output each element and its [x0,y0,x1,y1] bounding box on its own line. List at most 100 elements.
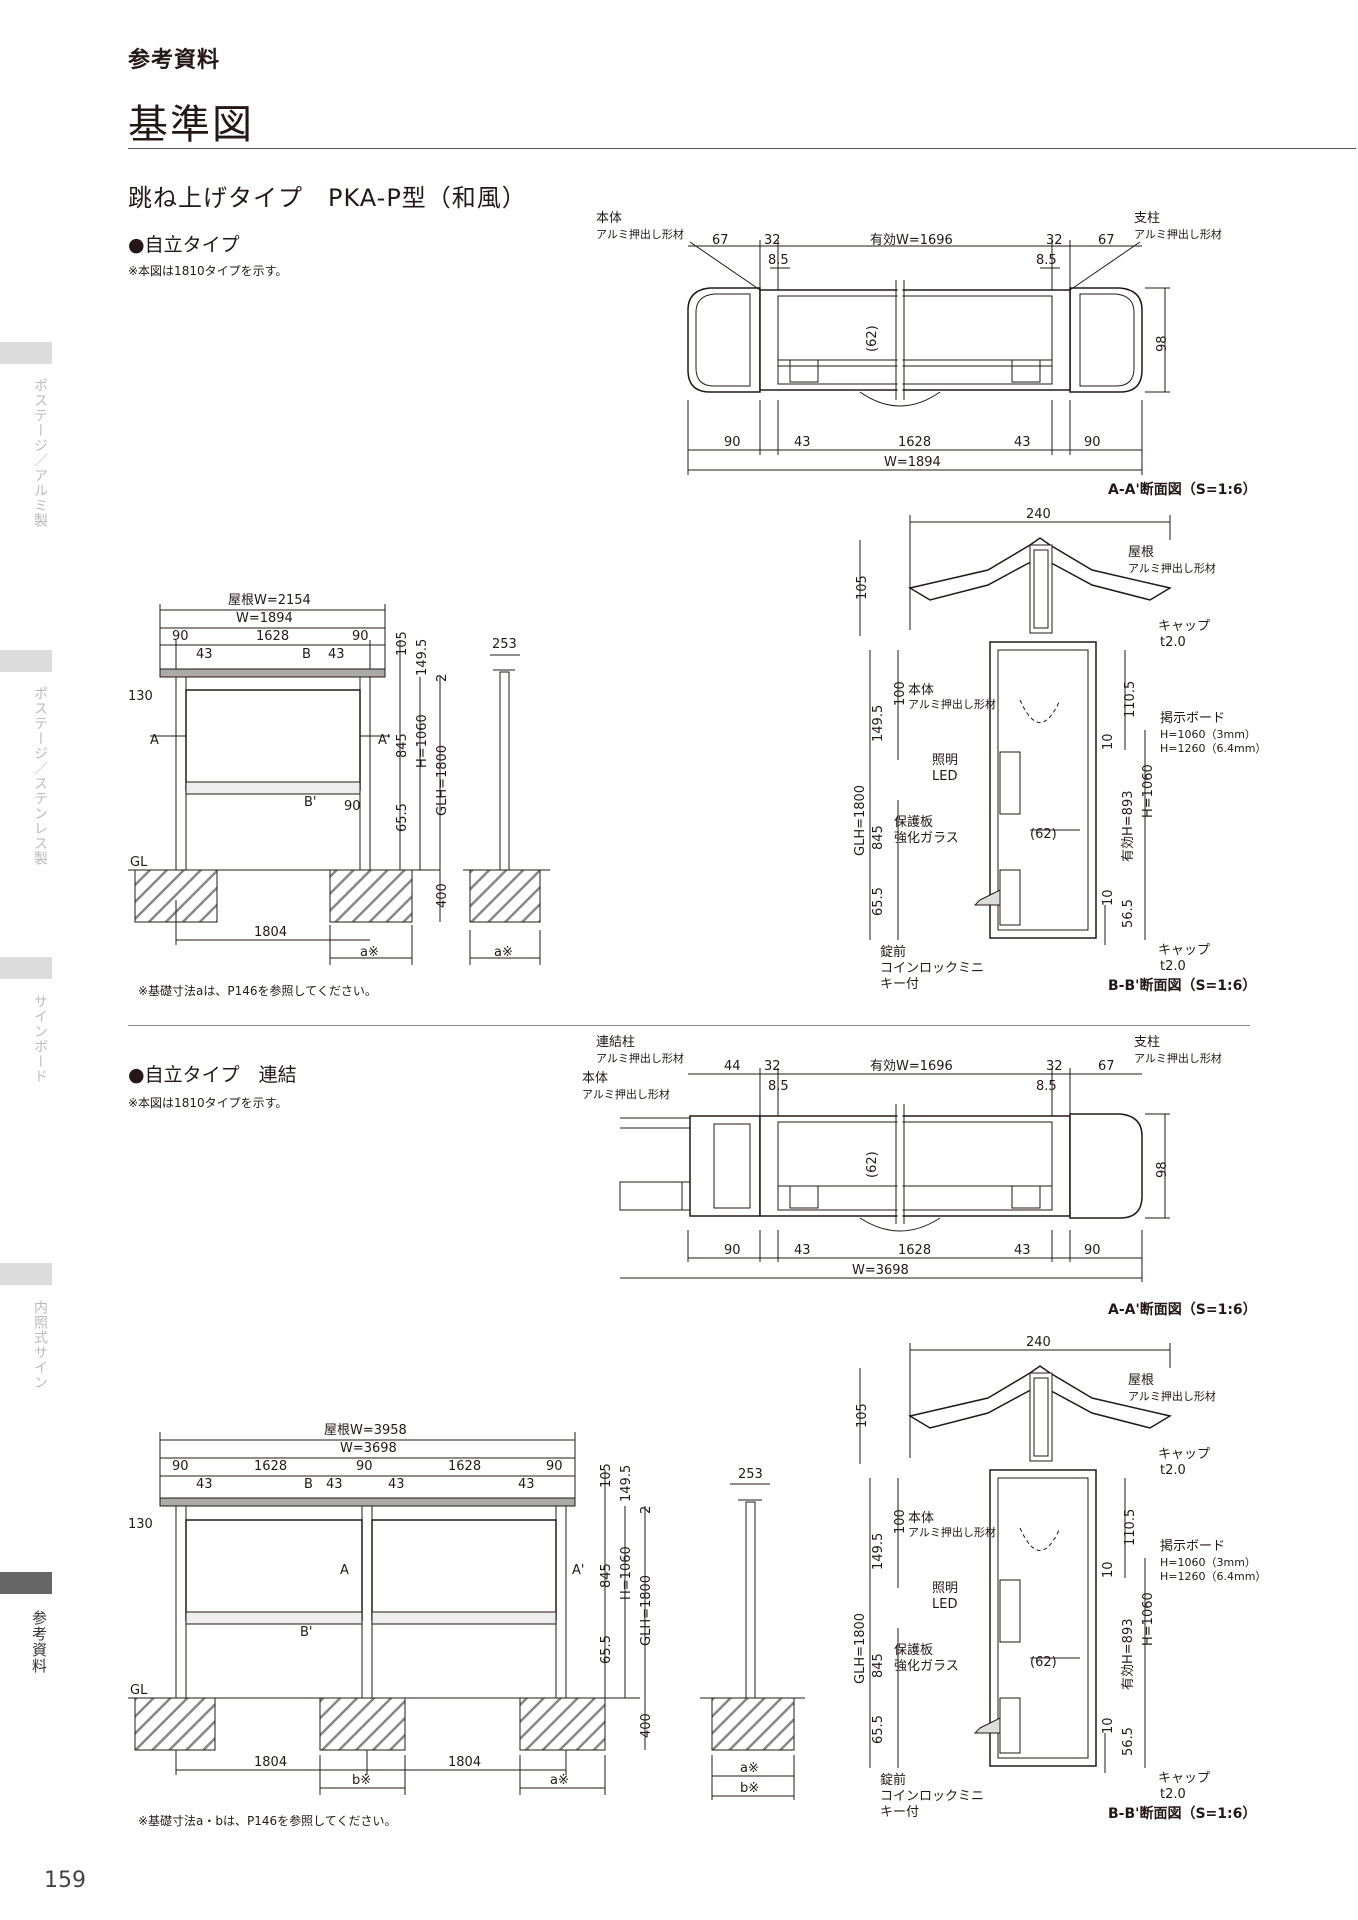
s2-bb-labels: 240 105 屋根 アルミ押出し形材 キャップ t2.0 本体 アルミ押出し形… [853,1335,1266,1822]
s2-plan-dim-90r: 90 [1084,1243,1101,1258]
side-tab-5-active[interactable] [0,1572,52,1594]
s1-plan-dim-90r: 90 [1084,435,1101,450]
s2-bb-dGLH: GLH=1800 [853,1613,868,1684]
s2-bb-d655: 65.5 [871,1715,886,1744]
s2-front-d43d: 43 [518,1477,535,1492]
s1-bb-cap-t: t2.0 [1160,635,1186,650]
s2-plan-dim-62: (62) [865,1151,880,1178]
s2-front-d1804b: 1804 [448,1755,481,1770]
s2-front-d43b: 43 [326,1477,343,1492]
s2-front-a: A [340,1563,349,1578]
s2-plan-body-sub: アルミ押出し形材 [582,1087,670,1101]
s2-front-d1628a: 1628 [254,1459,287,1474]
s2-bb-guard-sub: 強化ガラス [894,1659,959,1674]
s1-plan-caption: A-A'断面図（S=1:6） [1108,481,1257,498]
s1-bb-lock: 錠前 [880,944,906,960]
s1-bb-cap2-t: t2.0 [1160,959,1186,974]
s2-bb-cap-t: t2.0 [1160,1463,1186,1478]
s2-plan-post-sub: アルミ押出し形材 [1134,1051,1222,1065]
side-tab-label-5: 参考資料 [30,1610,48,1674]
s2-front-dH: H=1060 [619,1546,634,1600]
s1-front-a-note: a※ [360,945,379,960]
s2-front-a2: A' [572,1563,584,1578]
s1-plan-dim-1628: 1628 [898,435,931,450]
s2-bb-board: 掲示ボード [1160,1538,1225,1554]
s1-bb-d10a: 10 [1101,733,1116,750]
s2-bb-guard: 保護板 [894,1642,933,1658]
s1-side-drawing [463,654,550,965]
section-divider [128,1025,1250,1026]
s1-front-d90: 90 [344,799,361,814]
side-tab-label-2: ポステージ／ステンレス製 [32,686,48,866]
s1-bb-labels: 240 105 屋根 アルミ押出し形材 キャップ t2.0 本体 アルミ押出し形… [853,507,1266,994]
s2-bb-d565: 56.5 [1121,1727,1136,1756]
s1-bb-d105: 105 [855,575,870,600]
s1-front-a2: A' [378,733,390,748]
side-tab-label-4: 内照式サイン [32,1300,48,1390]
s2-bb-light-sub: LED [932,1597,957,1612]
s1-bb-caption: B-B'断面図（S=1:6） [1108,977,1256,994]
s2-bb-cap: キャップ [1158,1447,1210,1462]
s1-bb-dEff: 有効H=893 [1121,791,1136,862]
s1-bb-board-h2: H=1260（6.4mm） [1160,742,1266,755]
side-tab-label-3: サインボード [32,994,48,1084]
s1-plan-dim-total: W=1894 [884,455,941,470]
s1-plan-post-sub: アルミ押出し形材 [1134,227,1222,241]
s2-side-b-note: b※ [740,1781,759,1796]
s1-front-d2: 2 [435,674,450,682]
s2-bb-d62: (62) [1030,1655,1057,1670]
s1-side-d253: 253 [492,637,517,652]
s2-bb-cap2-t: t2.0 [1160,1787,1186,1802]
s1-bb-d240: 240 [1026,507,1051,522]
s2-front-gl: GL [130,1683,148,1698]
s1-plan-drawing [687,240,1170,475]
s1-bb-roof: 屋根 [1128,545,1154,560]
side-tab-4[interactable] [0,1263,52,1285]
s1-front-d1804: 1804 [254,925,287,940]
s1-plan-dim-90l: 90 [724,435,741,450]
section2-heading: ●自立タイプ 連結 [128,1064,297,1086]
s1-plan-dim-32l: 32 [764,233,781,248]
s1-plan-dim-eff: 有効W=1696 [870,233,953,248]
s2-plan-dim-total: W=3698 [852,1263,909,1278]
s1-bb-lock-sub: コインロックミニ [880,961,984,976]
s1-front-d105: 105 [395,631,410,656]
s1-front-d400: 400 [435,883,450,908]
s1-front-d1495: 149.5 [415,639,430,676]
s2-front-d1495: 149.5 [619,1465,634,1502]
s2-plan-body-label: 本体 [582,1071,608,1086]
s1-front-d1628: 1628 [256,629,289,644]
s1-front-dGLH: GLH=1800 [435,745,450,816]
s2-front-d845: 845 [599,1563,614,1588]
s1-front-d90r: 90 [352,629,369,644]
category-label: 参考資料 [128,48,221,73]
s2-bb-body-sub: アルミ押出し形材 [908,1525,996,1539]
s1-side-labels: 253 a※ [492,637,517,960]
s1-bb-dGLH: GLH=1800 [853,785,868,856]
s2-bb-lock: 錠前 [880,1772,906,1788]
s2-front-d1804a: 1804 [254,1755,287,1770]
section2-footnote: ※基礎寸法a・bは、P146を参照してください。 [138,1814,397,1828]
s1-front-drawing [128,604,441,965]
s2-front-w: W=3698 [340,1441,397,1456]
s1-bb-d565: 56.5 [1121,899,1136,928]
side-tab-label-1: ポステージ／アルミ製 [32,378,48,528]
s2-plan-conn-label: 連結柱 [596,1035,635,1050]
side-tab-1[interactable] [0,342,52,364]
side-tab-3[interactable] [0,957,52,979]
s2-bb-d1495: 149.5 [871,1533,886,1570]
s2-bb-body: 本体 [908,1511,934,1526]
s2-front-d2: 2 [639,1506,654,1514]
s2-bb-roof-sub: アルミ押出し形材 [1128,1389,1216,1403]
s1-plan-dim-67r: 67 [1098,233,1115,248]
s2-front-d400: 400 [639,1713,654,1738]
s2-plan-labels: 連結柱 アルミ押出し形材 本体 アルミ押出し形材 支柱 アルミ押出し形材 44 … [582,1035,1257,1318]
side-tab-2[interactable] [0,650,52,672]
s1-plan-dim-85l: 8.5 [768,253,789,268]
s1-front-a: A [150,733,159,748]
s1-bb-guard: 保護板 [894,814,933,830]
s1-bb-d1105: 110.5 [1123,681,1138,718]
section2-note: ※本図は1810タイプを示す。 [128,1096,288,1110]
s1-side-a-note: a※ [494,945,513,960]
